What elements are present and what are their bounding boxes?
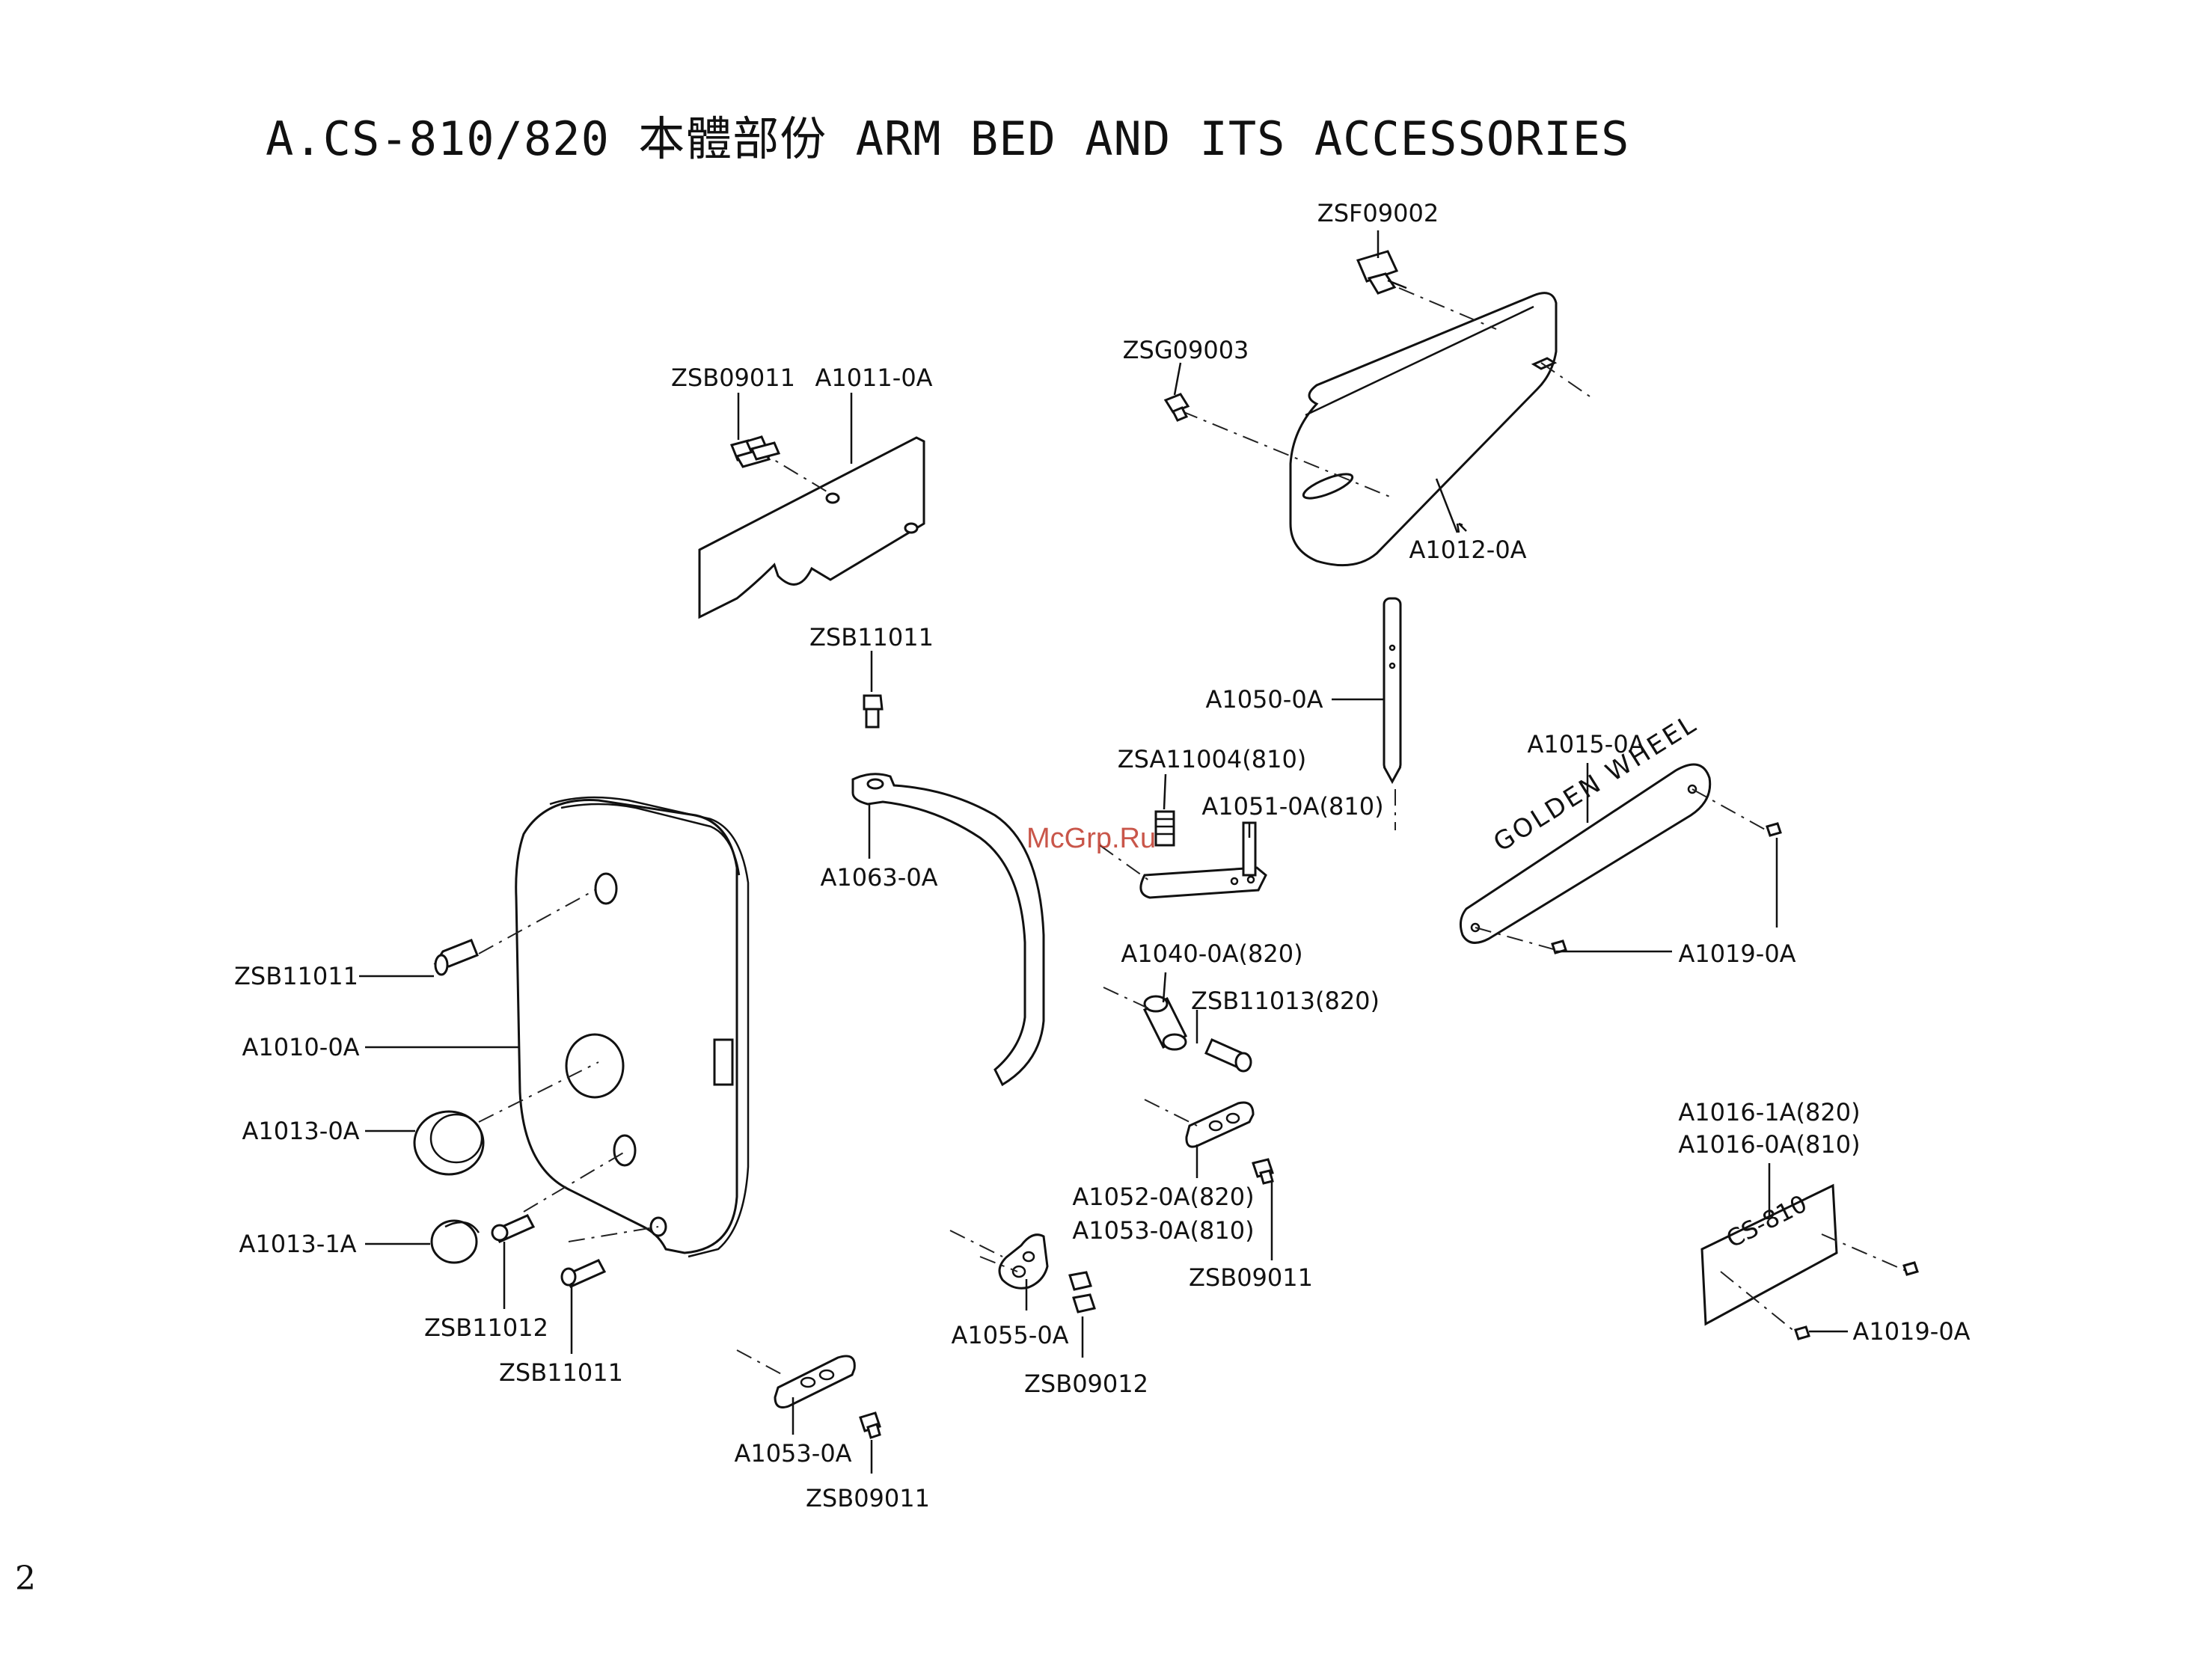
label-zsb11012: ZSB11012 (424, 1313, 548, 1342)
cover-plate-a1012 (1289, 292, 1558, 567)
screw-zsb09011-mid (1252, 1158, 1274, 1185)
label-zsb09011-bottom: ZSB09011 (806, 1484, 930, 1512)
label-a1050: A1050-0A (1205, 685, 1323, 714)
label-zsb11011-bottom: ZSB11011 (499, 1358, 623, 1387)
page-title: A.CS-810/820 本體部份 ARM BED AND ITS ACCESS… (266, 111, 1630, 166)
label-zsg09003: ZSG09003 (1122, 336, 1249, 364)
label-zsb09011-top: ZSB09011 (671, 364, 795, 392)
screw-zsg09003 (1163, 393, 1190, 422)
label-a1015: A1015-0A (1527, 730, 1645, 758)
plug-a1013-0a (413, 1110, 485, 1176)
set-screw-zsa11004 (1154, 810, 1175, 847)
bracket-a1063 (851, 773, 1045, 1087)
bracket-a1051 (1139, 821, 1267, 899)
label-zsb09011-mid: ZSB09011 (1189, 1263, 1313, 1292)
watermark: McGrp.Ru (1026, 823, 1157, 854)
screws-zsb09012 (1068, 1271, 1096, 1313)
page-number: 2 (15, 1560, 36, 1598)
plate-a1011 (698, 436, 925, 619)
label-a1010: A1010-0A (242, 1033, 360, 1061)
label-zsb11013: ZSB11013(820) (1190, 987, 1380, 1015)
label-a1016-0a: A1016-0A(810) (1678, 1130, 1861, 1159)
label-zsb11011-left: ZSB11011 (234, 962, 358, 990)
bracket-a1053-bottom (774, 1355, 856, 1408)
label-a1019-top: A1019-0A (1678, 939, 1796, 968)
label-a1013-1a: A1013-1A (239, 1230, 357, 1258)
screw-zsb11012 (491, 1214, 536, 1243)
label-a1011: A1011-0A (815, 364, 933, 392)
collar-a1040 (1142, 995, 1188, 1051)
label-a1055: A1055-0A (951, 1321, 1069, 1349)
plug-a1013-1a (430, 1219, 480, 1264)
label-a1053-bottom: A1053-0A (734, 1439, 852, 1468)
rivets-a1019-bottom (1794, 1261, 1919, 1340)
label-a1053-810: A1053-0A(810) (1072, 1216, 1255, 1245)
screw-zsb09011-bottom (859, 1411, 881, 1439)
rod-a1050 (1383, 597, 1402, 785)
label-zsb09012: ZSB09012 (1024, 1370, 1148, 1398)
bracket-a1055 (998, 1233, 1049, 1290)
bracket-a1052 (1185, 1101, 1255, 1148)
arm-bed-cover-a1010 (515, 796, 750, 1258)
badge-golden-wheel (1459, 763, 1712, 944)
label-zsb11011-mid: ZSB11011 (809, 623, 934, 652)
thumb-screw-zsf09002 (1356, 250, 1407, 295)
screw-zsb11011-bottom (560, 1259, 607, 1288)
label-a1051: A1051-0A(810) (1201, 792, 1384, 821)
screw-zsb11013 (1204, 1038, 1252, 1073)
label-a1012: A1012-0A (1409, 536, 1527, 564)
label-zsa11004: ZSA11004(810) (1117, 745, 1307, 773)
screw-zsb11011-left (433, 939, 479, 976)
rivets-a1019-top (1551, 822, 1782, 954)
label-a1016-1a: A1016-1A(820) (1678, 1098, 1861, 1126)
label-a1013-0a: A1013-0A (242, 1117, 360, 1145)
label-a1063: A1063-0A (820, 863, 938, 892)
label-a1019-bottom: A1019-0A (1852, 1317, 1971, 1346)
label-a1052: A1052-0A(820) (1072, 1183, 1255, 1211)
screw-zsb11011-mid (863, 694, 884, 729)
leader-lines (359, 230, 1848, 1474)
screws-zsb09011-top (729, 435, 781, 468)
label-a1040: A1040-0A(820) (1121, 939, 1303, 968)
badge-model-plate (1700, 1183, 1838, 1326)
label-zsf09002: ZSF09002 (1317, 199, 1439, 227)
